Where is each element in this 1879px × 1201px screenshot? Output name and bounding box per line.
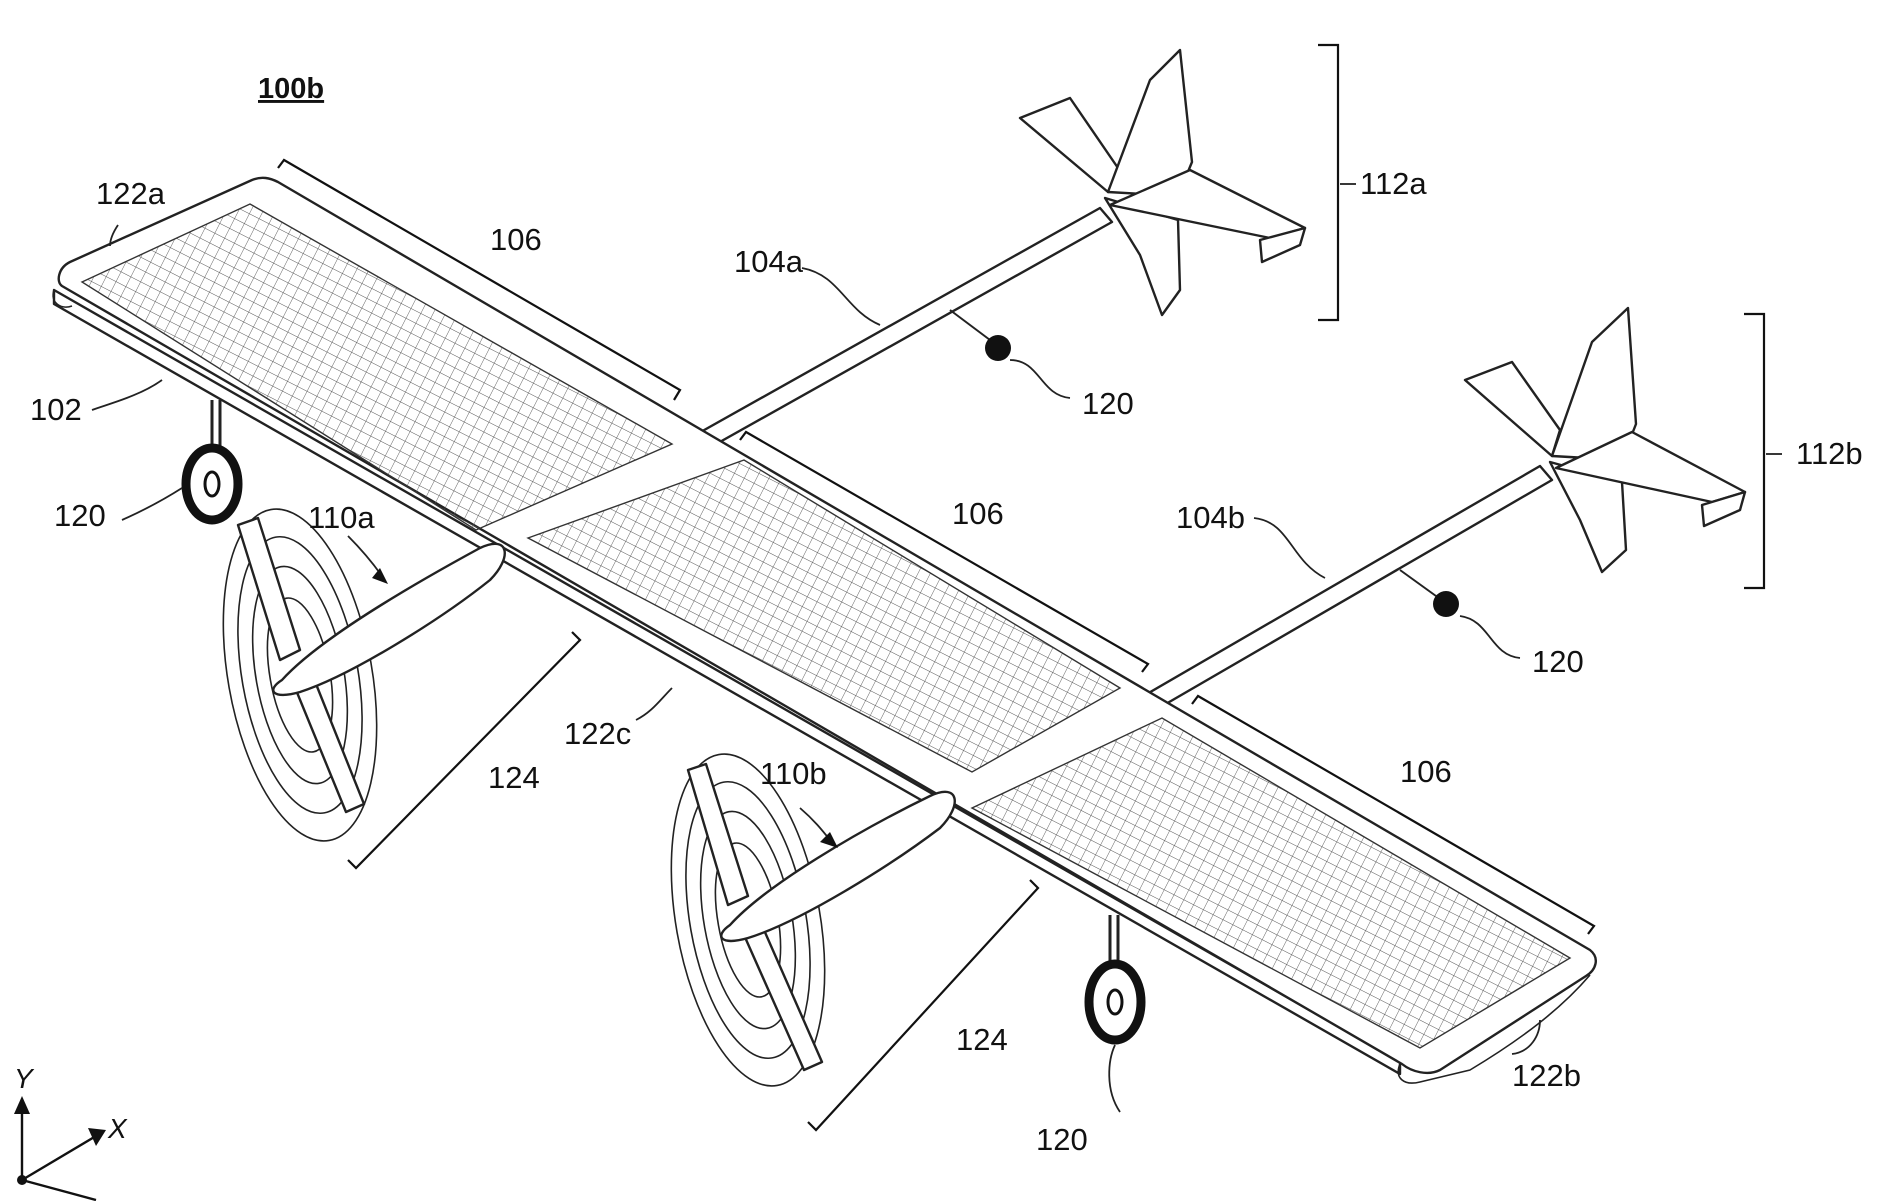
label-124-a: 124: [488, 760, 540, 795]
label-106-left: 106: [490, 222, 542, 257]
label-122c: 122c: [564, 716, 631, 751]
label-104b: 104b: [1176, 500, 1245, 535]
propulsor-a: [200, 497, 505, 853]
tail-assembly-b: [1465, 308, 1745, 572]
label-120-right: 120: [1036, 1122, 1088, 1157]
leader-120-boom-b: [1460, 616, 1520, 658]
axis-label-y: Y: [14, 1063, 35, 1094]
label-110a: 110a: [308, 500, 375, 535]
bracket-span-b: [808, 880, 1038, 1130]
label-110b: 110b: [760, 756, 827, 791]
boom-gear-b: [1400, 570, 1459, 617]
label-120-boom-b: 120: [1532, 644, 1584, 679]
coordinate-axes: Y X: [14, 1063, 128, 1200]
arrow-110b: [820, 832, 838, 848]
leader-104a: [802, 268, 880, 325]
bracket-span-a: [348, 632, 580, 868]
landing-gear-left: [186, 400, 238, 520]
bracket-tail-b: [1744, 314, 1764, 588]
label-112a: 112a: [1360, 166, 1427, 201]
leader-104b: [1254, 518, 1325, 578]
landing-gear-right: [1089, 915, 1141, 1040]
tail-assembly-a: [1020, 50, 1305, 315]
label-106-center: 106: [952, 496, 1004, 531]
label-102: 102: [30, 392, 82, 427]
label-120-left: 120: [54, 498, 106, 533]
figure-title: 100b: [258, 73, 324, 105]
label-120-boom-a: 120: [1082, 386, 1134, 421]
label-106-right: 106: [1400, 754, 1452, 789]
leader-120-boom-a: [1010, 360, 1070, 398]
arrow-110a: [372, 568, 388, 584]
leader-120-left: [122, 488, 182, 520]
propulsor-b: [648, 742, 955, 1098]
label-122b: 122b: [1512, 1058, 1581, 1093]
leader-102: [92, 380, 162, 410]
label-124-b: 124: [956, 1022, 1008, 1057]
x-axis-arrow-icon: [88, 1128, 106, 1146]
label-104a: 104a: [734, 244, 804, 279]
label-112b: 112b: [1796, 436, 1863, 471]
y-axis-arrow-icon: [14, 1096, 30, 1114]
axis-label-x: X: [107, 1113, 128, 1144]
label-122a: 122a: [96, 176, 166, 211]
leader-122c: [636, 688, 672, 720]
leader-110b: [800, 808, 830, 840]
leader-110a: [348, 536, 382, 576]
bracket-tail-a: [1318, 45, 1338, 320]
boom-gear-a: [950, 310, 1011, 361]
leader-120-right: [1109, 1045, 1120, 1112]
